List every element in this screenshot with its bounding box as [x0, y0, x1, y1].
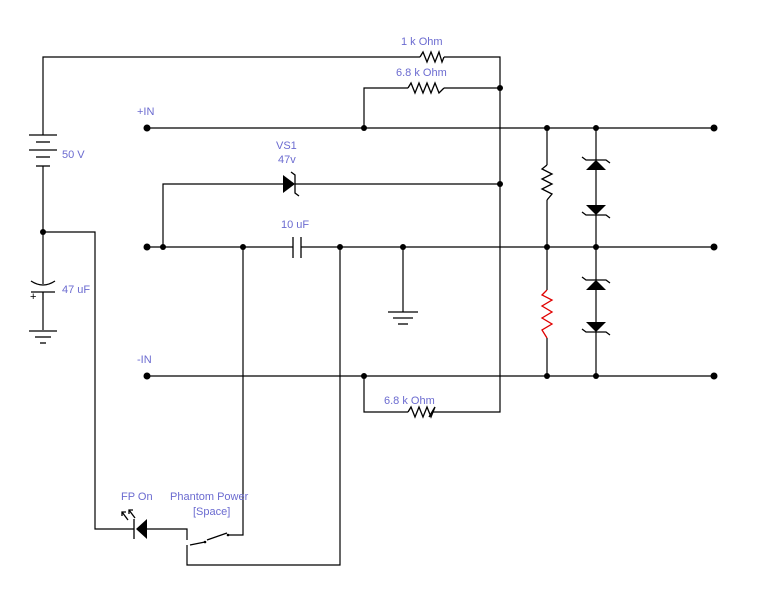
wire-led-to-switch — [147, 528, 188, 540]
label-battery: 50 V — [62, 149, 85, 161]
label-cap-47uf: 47 uF — [62, 284, 90, 296]
label-in-neg: -IN — [137, 354, 152, 366]
zener-stack-upper[interactable] — [581, 156, 611, 219]
label-cap-10uf: 10 uF — [281, 219, 309, 231]
wire-led-feed — [43, 231, 134, 530]
label-switch-name: Phantom Power — [170, 491, 249, 503]
label-r-6k8-top: 6.8 k Ohm — [396, 67, 447, 79]
led-fp-on[interactable] — [121, 509, 147, 539]
wire-switch-feed — [229, 247, 244, 536]
ground-symbol-left — [29, 330, 57, 344]
ground-symbol-main — [388, 311, 418, 325]
label-zener-name: VS1 — [276, 140, 297, 152]
zener-vs1[interactable] — [283, 171, 300, 197]
svg-text:+: + — [30, 291, 36, 303]
junction-dots — [40, 85, 599, 379]
zener-stack-lower[interactable] — [581, 276, 611, 336]
resistor-column-red[interactable] — [540, 289, 554, 339]
label-r-1k: 1 k Ohm — [401, 36, 443, 48]
label-led: FP On — [121, 491, 153, 503]
resistor-column-top[interactable] — [540, 164, 554, 201]
capacitor-10uf[interactable] — [292, 237, 302, 258]
resistor-1k[interactable] — [419, 50, 445, 64]
label-switch-key: [Space] — [193, 506, 230, 518]
wire-switch-return — [186, 247, 341, 566]
wire-top-loop — [42, 56, 501, 413]
label-r-6k8-bottom: 6.8 k Ohm — [384, 395, 435, 407]
resistor-6k8-bottom[interactable] — [407, 405, 436, 419]
battery-50v[interactable] — [29, 134, 57, 167]
wire-zener — [162, 183, 500, 247]
terminals — [143, 124, 718, 380]
label-zener-voltage: 47v — [278, 154, 296, 166]
wire-r68-top — [363, 87, 500, 128]
label-in-pos: +IN — [137, 106, 154, 118]
capacitor-47uf[interactable]: + — [30, 280, 56, 303]
resistor-6k8-top[interactable] — [407, 81, 445, 95]
switch-phantom-power[interactable] — [189, 532, 230, 546]
